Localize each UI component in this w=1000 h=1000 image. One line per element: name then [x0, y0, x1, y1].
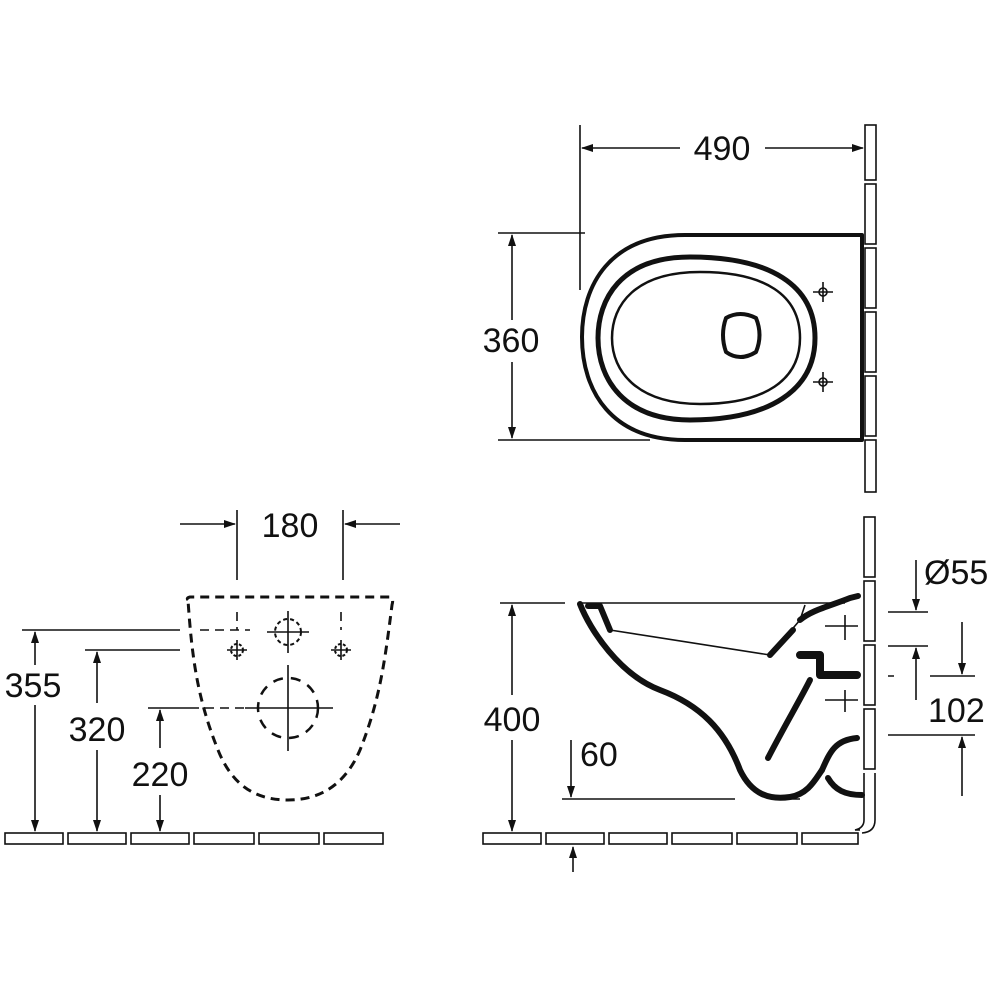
dimension-label-60: 60 — [580, 736, 618, 774]
outlet-top — [721, 312, 762, 359]
bowl-profile-side — [577, 593, 865, 801]
floor-side-view — [482, 832, 859, 845]
dimension-label-320: 320 — [69, 711, 126, 749]
dimension-label-180: 180 — [262, 507, 319, 545]
front-view: 180 355 320 220 — [4, 507, 400, 845]
bowl-outline-top — [580, 233, 864, 442]
fixing-point-icon — [813, 282, 833, 302]
fixing-hole-icon — [331, 640, 351, 660]
wall-side-view — [854, 516, 876, 834]
dimension-label-490: 490 — [694, 130, 751, 168]
fixing-hole-icon — [227, 640, 247, 660]
seat-ring-top — [595, 254, 818, 423]
dimension-label-360: 360 — [483, 322, 540, 360]
wall-top-view — [864, 124, 877, 493]
side-view: 400 60 Ø55 102 — [482, 516, 988, 872]
fixing-point-icon — [813, 372, 833, 392]
dimension-label-355: 355 — [5, 667, 62, 705]
dimension-label-102: 102 — [928, 692, 985, 730]
bowl-inner-top — [610, 270, 802, 406]
inlet-hole-icon — [267, 611, 309, 653]
dimension-label-400: 400 — [484, 701, 541, 739]
dimension-label-diameter-55: Ø55 — [924, 554, 988, 592]
floor-front-view — [4, 832, 384, 845]
dimension-label-220: 220 — [132, 756, 189, 794]
outlet-hole-icon — [245, 665, 333, 751]
top-view: 490 360 — [483, 124, 877, 493]
bowl-outline-dashed — [185, 595, 395, 802]
